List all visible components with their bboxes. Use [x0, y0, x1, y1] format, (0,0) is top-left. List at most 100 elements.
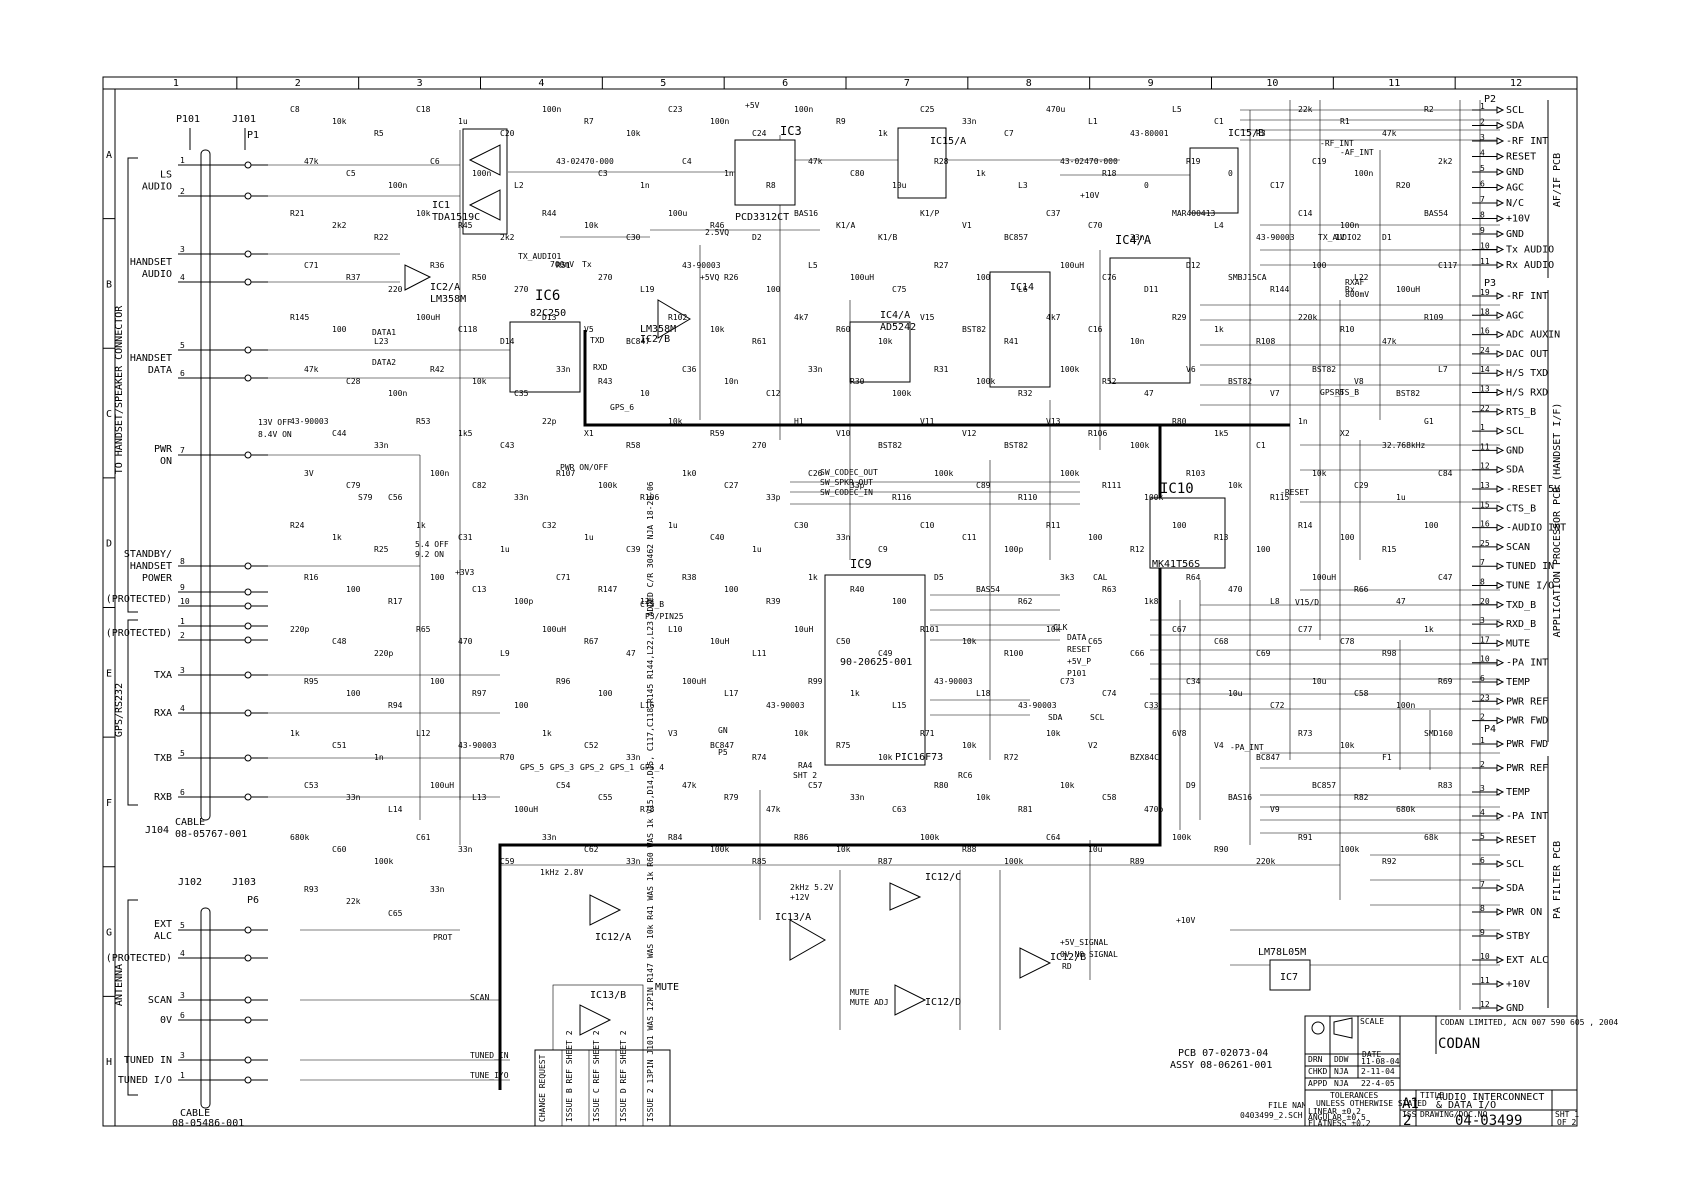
net-label: 8.4V ON [258, 430, 292, 439]
component-label: 1k [850, 689, 860, 698]
component-label: 1k [976, 169, 986, 178]
component-label: 10 [640, 389, 650, 398]
pin-number: 2 [180, 187, 185, 196]
component-label: R109 [1424, 313, 1443, 322]
component-label: R16 [304, 573, 319, 582]
ic1-ref: IC1 [432, 200, 450, 211]
component-label: C30 [794, 521, 809, 530]
connector-arrow-icon [1496, 908, 1505, 916]
component-label: C13 [472, 585, 487, 594]
component-label: C20 [500, 129, 515, 138]
connector-signal-label: GND [1506, 229, 1524, 240]
ic12b-comparator [1019, 947, 1052, 979]
row-label: G [106, 928, 112, 939]
pin-number: 1 [180, 156, 185, 165]
component-label: C44 [332, 429, 347, 438]
connector-signal-label: AGC [1506, 183, 1524, 194]
connector-pin-icon [244, 602, 252, 610]
p1-ref: P1 [247, 130, 259, 141]
component-label: 100 [346, 689, 361, 698]
component-label: 1k [290, 729, 300, 738]
net-label: +12V [790, 893, 809, 902]
component-label: 100uH [416, 313, 440, 322]
connector-signal-label: -RF INT [1506, 291, 1548, 302]
component-label: 10k [668, 417, 683, 426]
copyright-line: CODAN LIMITED, ACN 007 590 605 , 2004 [1440, 1018, 1618, 1027]
component-label: R15 [1382, 545, 1397, 554]
connector-arrow-icon [1496, 543, 1505, 551]
pin-number: 4 [180, 704, 185, 713]
component-label: C118 [458, 325, 477, 334]
component-label: 33n [556, 365, 571, 374]
component-label: L23 [374, 337, 389, 346]
component-label: 68k [1424, 833, 1439, 842]
component-label: 100p [514, 597, 533, 606]
component-label: C17 [1270, 181, 1285, 190]
pin-number: 16 [1480, 327, 1490, 336]
connector-signal-label: TXB [154, 753, 172, 764]
pin-number: 3 [180, 666, 185, 675]
component-label: C37 [1046, 209, 1061, 218]
net-label: -PA_INT [1230, 743, 1264, 752]
component-label: C68 [1214, 637, 1229, 646]
connector-signal-label: PWR FWD [1506, 716, 1548, 727]
component-label: 100 [892, 597, 907, 606]
component-label: C36 [682, 365, 697, 374]
net-label: RESET [1067, 645, 1091, 654]
component-label: 100uH [514, 805, 538, 814]
component-label: R18 [1102, 169, 1117, 178]
component-label: R73 [1298, 729, 1313, 738]
component-label: 1n [724, 169, 734, 178]
connector-signal-label: PWR REF [1506, 763, 1548, 774]
connector-arrow-icon [1496, 884, 1505, 892]
connector-pin-icon [244, 622, 252, 630]
component-label: L16 [640, 701, 655, 710]
component-label: C11 [962, 533, 977, 542]
component-label: 470 [1228, 585, 1243, 594]
pin-number: 3 [180, 1051, 185, 1060]
component-label: 100 [766, 285, 781, 294]
component-label: C14 [1298, 209, 1313, 218]
connector-signal-label: (PROTECTED) [106, 628, 172, 639]
connector-arrow-icon [1496, 106, 1505, 114]
component-label: C16 [1088, 325, 1103, 334]
ic13b-ref: IC13/B [590, 990, 626, 1001]
column-label: 11 [1388, 78, 1400, 89]
pin-number: 3 [180, 991, 185, 1000]
ic15b-ref: IC15/B [1228, 128, 1264, 139]
component-label: R29 [1172, 313, 1187, 322]
component-label: C26 [808, 469, 823, 478]
net-label: RD [1062, 962, 1072, 971]
component-label: 1k5 [1214, 429, 1229, 438]
pin-number: 24 [1480, 346, 1490, 355]
component-label: 1k [878, 129, 888, 138]
component-label: V4 [1214, 741, 1224, 750]
component-label: 32.768kHz [1382, 441, 1426, 450]
net-label: TUNE_I/O [470, 1071, 509, 1080]
net-label: 5.4 OFF [415, 540, 449, 549]
connector-signal-label: TEMP [1506, 677, 1530, 688]
connector-arrow-icon [1496, 658, 1505, 667]
pin-number: 4 [180, 273, 185, 282]
component-label: R43 [598, 377, 613, 386]
component-label: 100k [710, 845, 729, 854]
component-label: 43-02470-000 [1060, 157, 1118, 166]
connector-signal-label: TUNED IN [124, 1055, 172, 1066]
connector-arrow-icon [1496, 504, 1505, 513]
pin-number: 6 [1480, 180, 1485, 189]
net-label: PWR ON/OFF [560, 463, 608, 472]
net-label: SW_CODEC_IN [820, 488, 873, 497]
component-label: 10k [1228, 481, 1243, 490]
component-label: 1n [640, 181, 650, 190]
connector-pin-icon [244, 754, 252, 762]
component-label: 1k [416, 521, 426, 530]
drn-date: 11-08-04 [1361, 1057, 1400, 1066]
component-label: C60 [332, 845, 347, 854]
connector-signal-label: PWR ON [1506, 907, 1542, 918]
net-label: GPS_1 [610, 763, 634, 772]
appd-who: NJA [1334, 1079, 1349, 1088]
change-request-entry: CHANGE REQUEST [538, 1054, 547, 1122]
component-label: C24 [752, 129, 767, 138]
component-label: C56 [388, 493, 403, 502]
